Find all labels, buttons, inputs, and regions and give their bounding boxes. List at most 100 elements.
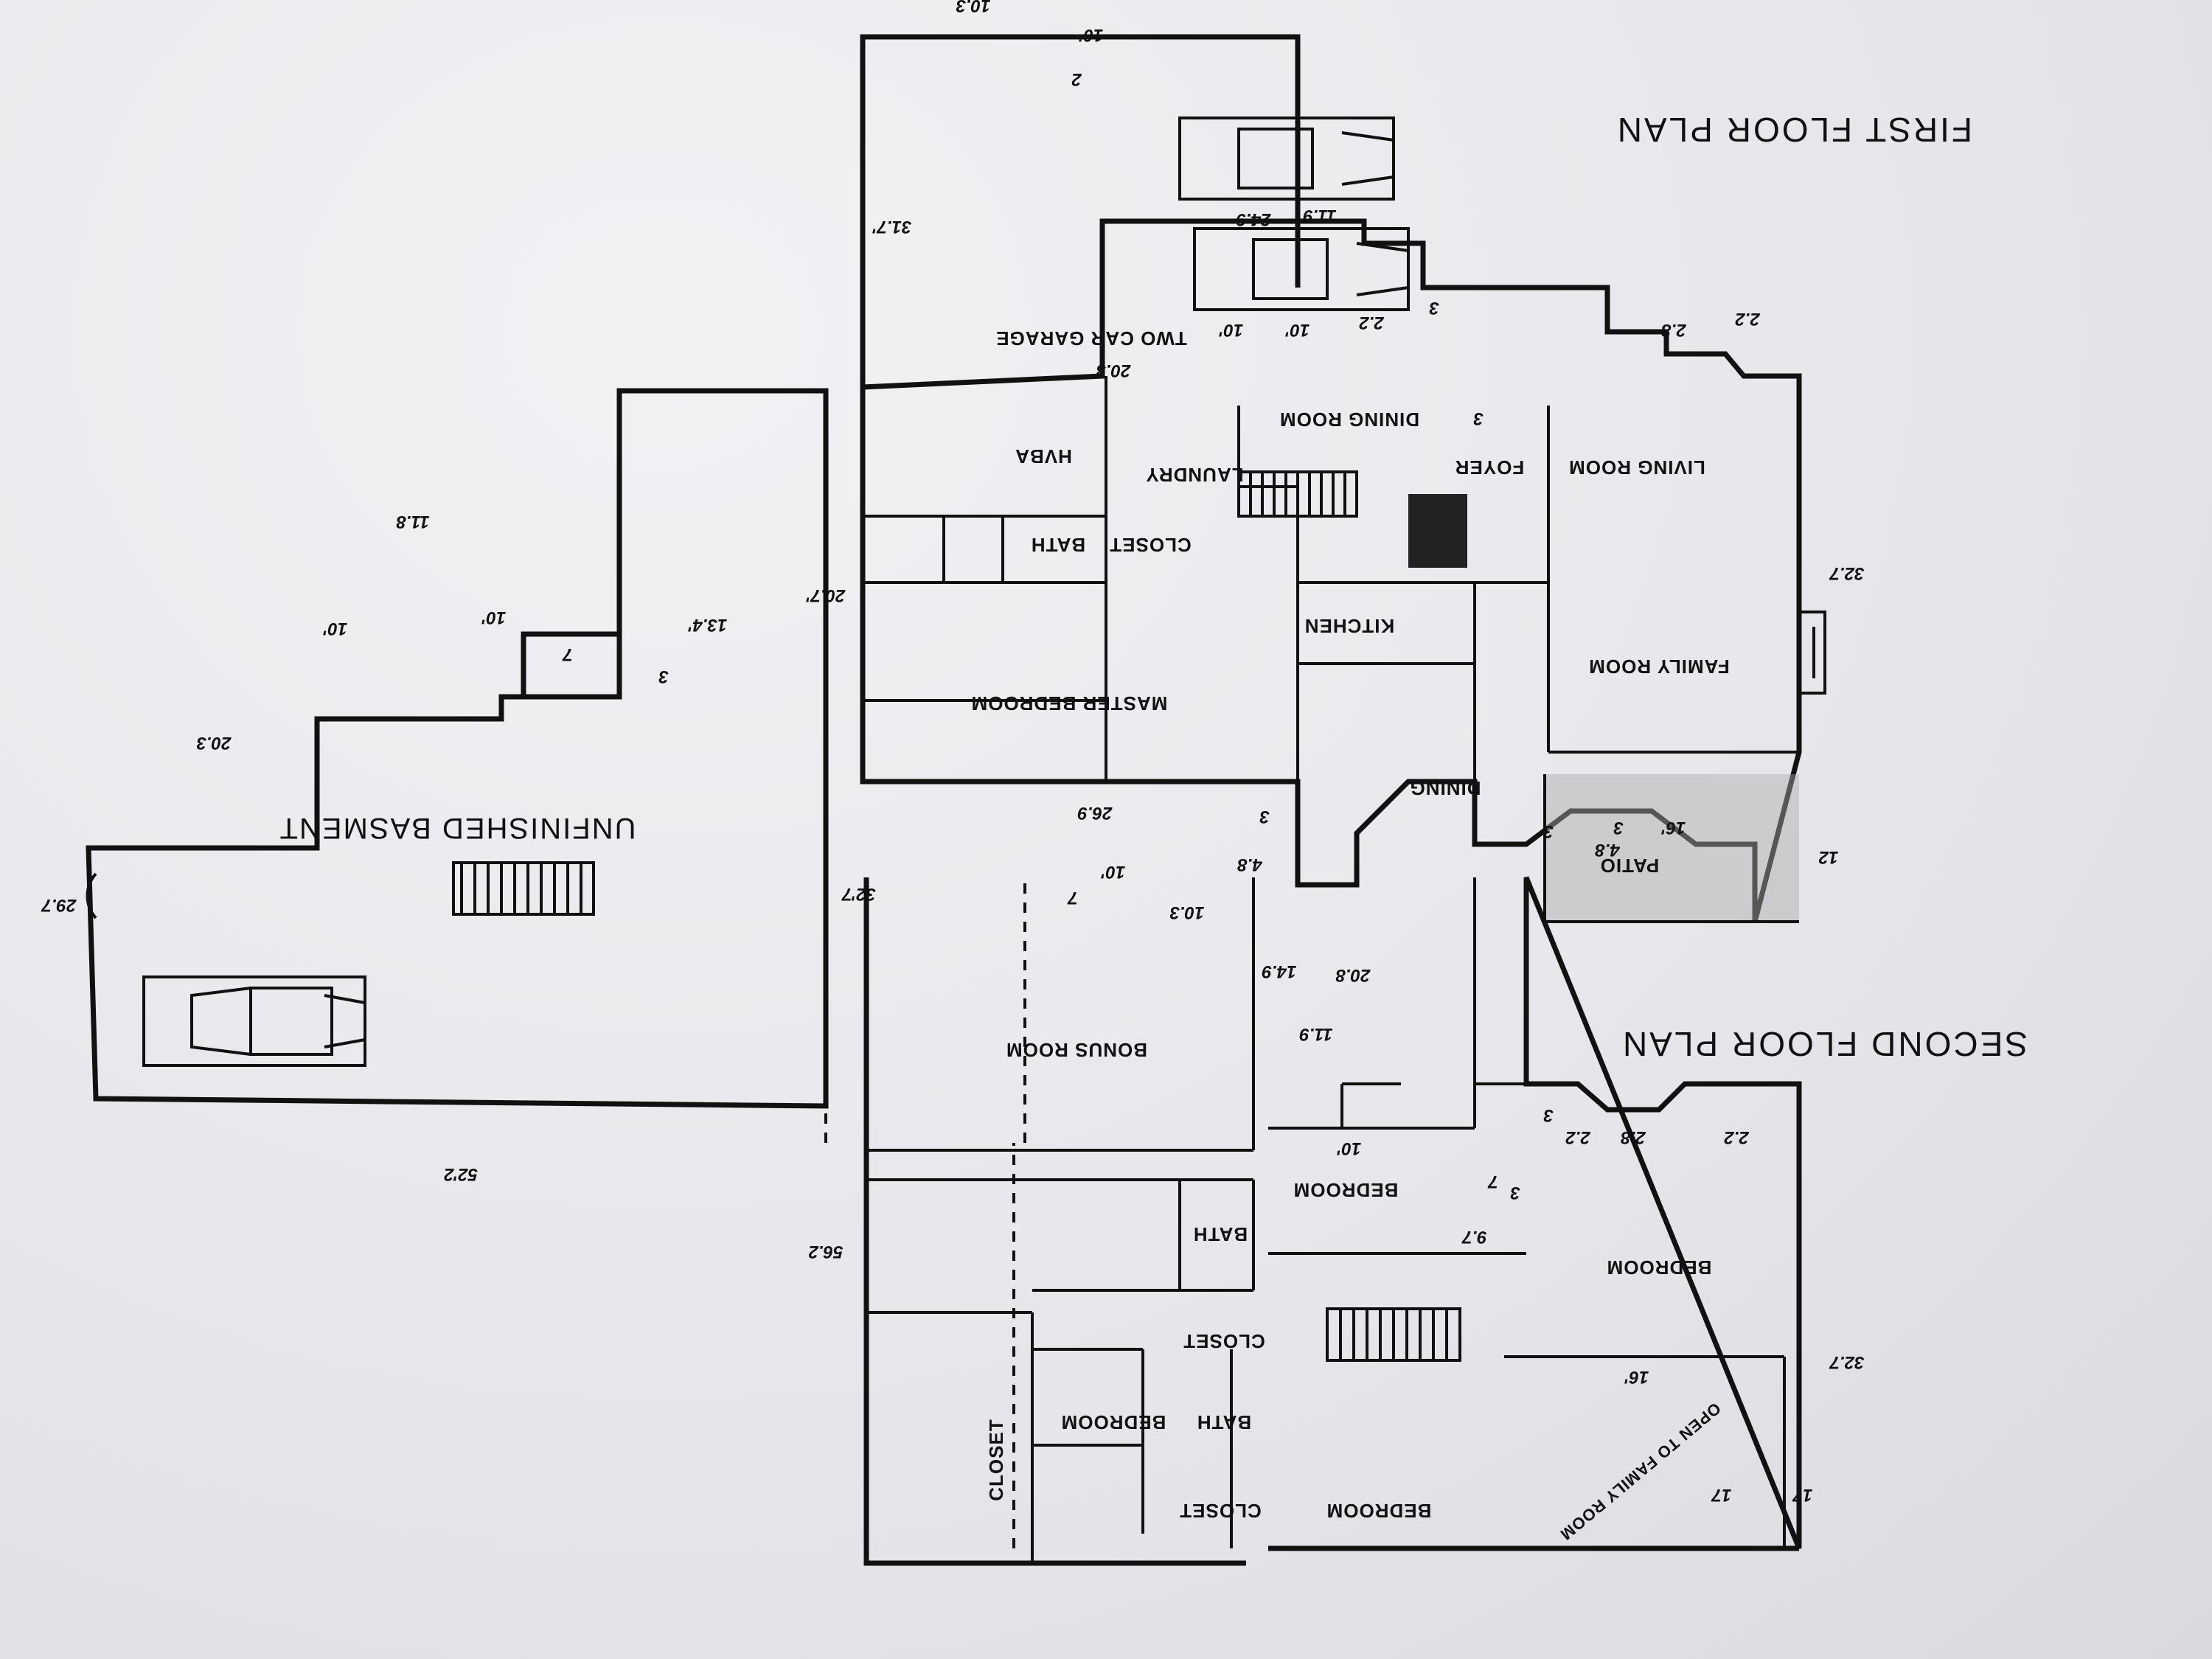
second-floor-plan: SECOND FLOOR PLAN BONUS ROOM BEDROOM BAT… [808, 862, 2028, 1566]
room-kitchen: KITCHEN [1304, 615, 1395, 637]
room-bedroom-a: BEDROOM [1293, 1179, 1399, 1201]
fireplace [1799, 611, 1826, 695]
ff-dim-x: 3 [1259, 807, 1270, 827]
ff-dim-c: 2 [1071, 69, 1082, 89]
room-bedroom-c: BEDROOM [1061, 1411, 1166, 1433]
sf-dim-f: 20.8 [1335, 965, 1371, 985]
ff-dim-d: 11.9 [1303, 206, 1337, 226]
basement-dim-step5: 11.8 [396, 512, 430, 532]
sf-dim-m: 2.2 [1724, 1127, 1750, 1147]
room-open-to-family: OPEN TO FAMILY ROOM [1557, 1399, 1725, 1544]
room-master-bedroom: MASTER BEDROOM [971, 692, 1168, 714]
sf-dim-k: 3 [1543, 1105, 1554, 1125]
room-living-room: LIVING ROOM [1568, 456, 1705, 479]
first-floor-title: FIRST FLOOR PLAN [1615, 111, 1972, 149]
basement-dim-step1: 3 [658, 667, 669, 686]
room-closet-b: CLOSET [1179, 1500, 1261, 1522]
bonus-room-dashes [824, 877, 1026, 1548]
ff-dim-e: 24.9 [1236, 209, 1271, 229]
second-floor-stairs [1326, 1307, 1461, 1362]
basement-dim-left: 32'7 [841, 884, 875, 904]
basement-label: UNFINISHED BASMENT [279, 812, 636, 844]
basement-dim-step6: 10' [323, 619, 348, 639]
ff-dim-t: 16' [1661, 818, 1686, 838]
ff-dim-o: 32.7 [1829, 563, 1864, 583]
room-family: FAMILY ROOM [1588, 655, 1730, 678]
room-bath-a: BATH [1193, 1223, 1248, 1245]
room-bedroom-d: BEDROOM [1326, 1500, 1432, 1522]
room-bath: BATH [1031, 534, 1085, 556]
room-patio: PATIO [1600, 855, 1660, 877]
ff-dim-k: 3 [1429, 298, 1439, 318]
ff-dim-p: 20.7' [806, 585, 846, 605]
room-foyer: FOYER [1455, 456, 1525, 479]
sf-dim-l: 2.8 [1621, 1127, 1646, 1147]
sf-dim-p: 32.7 [1829, 1352, 1864, 1372]
ff-dim-r: 4.8 [1595, 840, 1621, 860]
basement-dim-right-run: 20.3 [196, 733, 232, 753]
room-laundry: LAUNDRY [1145, 464, 1243, 486]
sf-dim-b: 7 [1067, 888, 1078, 908]
room-closet: CLOSET [1109, 534, 1191, 556]
sf-dim-c: 10.3 [1169, 902, 1204, 922]
ff-dim-w: 4.8 [1237, 855, 1263, 874]
sf-dim-r: 17 [1711, 1485, 1731, 1505]
sf-dim-g: 10' [1337, 1138, 1362, 1158]
basement-car-icon [142, 975, 366, 1067]
ff-dim-v: 26.9 [1077, 803, 1113, 823]
ff-dim-u: 3 [1613, 818, 1624, 838]
sf-dim-o: 56.2 [808, 1242, 843, 1262]
room-hvba: HVBA [1015, 445, 1072, 467]
open-to-family-box [1504, 1355, 1786, 1548]
room-garage: TWO CAR GARAGE [995, 327, 1187, 349]
ff-dim-q: 12 [1818, 847, 1838, 867]
room-dining-room: DINING ROOM [1279, 408, 1419, 431]
basement-dim-step2: 13.4' [688, 615, 728, 635]
foyer-closet [1408, 494, 1467, 568]
basement-stairs [452, 861, 595, 916]
sf-dim-d: 14.9 [1262, 961, 1296, 981]
garage-car-1-icon [1193, 227, 1410, 311]
room-closet-a: CLOSET [1183, 1330, 1265, 1352]
sf-dim-a: 10' [1101, 862, 1126, 882]
ff-dim-l: 2.2 [1735, 309, 1761, 329]
ff-dim-h: 10' [1219, 320, 1244, 340]
basement-dim-step3: 7 [562, 644, 573, 664]
sf-dim-q: 16' [1624, 1367, 1649, 1387]
basement-step-outline [521, 631, 622, 697]
ff-dim-a: 10' [1079, 25, 1104, 45]
first-floor-stairs [1237, 470, 1358, 518]
ff-dim-j: 2.2 [1359, 313, 1385, 333]
sf-dim-i: 3 [1510, 1183, 1520, 1203]
room-bedroom-b: BEDROOM [1607, 1256, 1712, 1279]
ff-dim-m: 2.8 [1661, 320, 1687, 340]
first-floor-plan: FIRST FLOOR PLAN [806, 0, 1972, 923]
ff-dim-f: 31.7' [872, 217, 912, 237]
room-dining: DINING [1410, 777, 1481, 799]
basement-door [86, 872, 97, 919]
ff-dim-g: 20.3 [1096, 361, 1131, 380]
patio-area [1545, 774, 1799, 922]
basement-dim-step4: 10' [481, 608, 507, 627]
second-floor-title: SECOND FLOOR PLAN [1621, 1025, 2028, 1063]
ff-dim-s: 3 [1543, 821, 1554, 841]
room-bonus: BONUS ROOM [1006, 1039, 1147, 1061]
ff-dim-n: 3 [1473, 408, 1484, 428]
room-bath-b: BATH [1197, 1411, 1251, 1433]
sf-dim-n: 9.7 [1461, 1227, 1487, 1247]
sf-dim-s: 17 [1792, 1485, 1812, 1505]
ff-dim-b: 10.3 [956, 0, 990, 15]
first-floor-outline [860, 218, 1802, 922]
sf-dim-h: 7 [1487, 1172, 1498, 1192]
basement-plan: UNFINISHED BASMENT 52'2 32'7 29.7 3 13.4… [41, 388, 876, 1184]
sf-dim-e: 11.9 [1299, 1024, 1333, 1044]
ff-dim-i: 10' [1285, 320, 1310, 340]
basement-dim-width: 52'2 [443, 1164, 477, 1184]
basement-dim-right: 29.7 [41, 895, 77, 915]
garage-car-2-icon [1178, 116, 1395, 201]
second-floor-outline [863, 876, 1802, 1566]
sf-dim-j: 2.2 [1565, 1127, 1591, 1147]
basement-outline [86, 388, 829, 1109]
